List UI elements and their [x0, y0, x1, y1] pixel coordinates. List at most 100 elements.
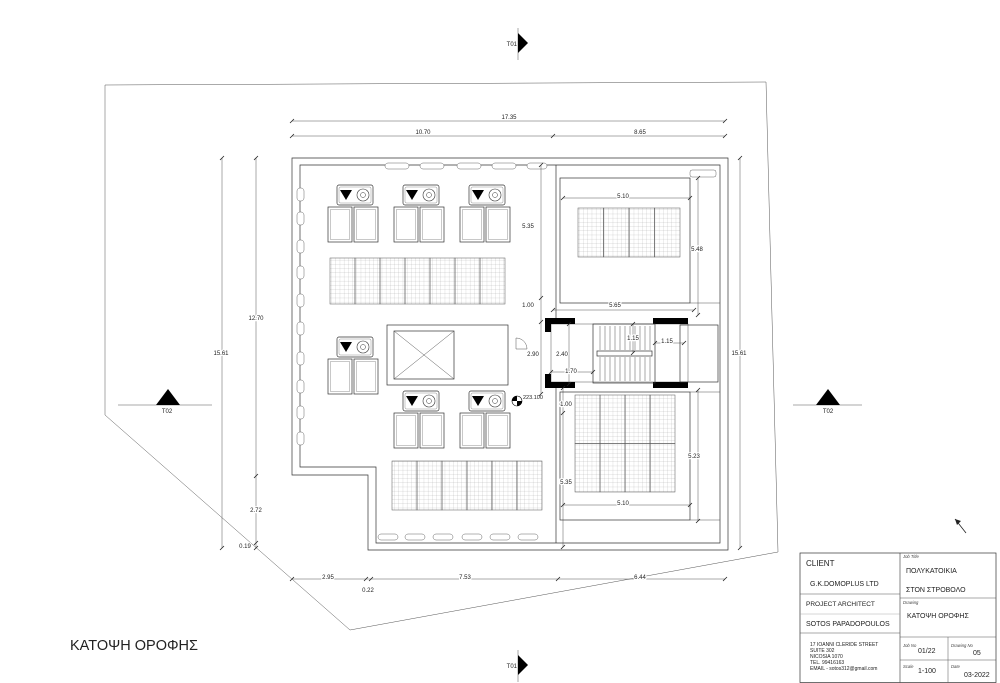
- drain: [526, 162, 548, 170]
- date-value: 03-2022: [964, 672, 990, 679]
- drain: [377, 533, 399, 541]
- job-no: 01/22: [918, 648, 936, 655]
- core-wall: [653, 382, 688, 388]
- site-boundary: [104, 81, 779, 631]
- north-arrow-icon: [954, 518, 967, 534]
- client-label: CLIENT: [806, 559, 835, 568]
- solar-panel: [603, 207, 630, 258]
- date-label: Date: [951, 664, 961, 669]
- dimension-label: 5.35: [560, 480, 572, 486]
- address-line: EMAIL - sotos312@gmail.com: [810, 666, 877, 672]
- drawing-label: Drawing: [903, 600, 919, 605]
- address-line: 17 IOANNI CLERIDE STREET: [810, 642, 878, 648]
- dimension-labels: 17.35 10.70 8.65 15.61 15.61 12.70 2.72 …: [212, 114, 748, 595]
- dimension-label: 1.15: [661, 339, 673, 345]
- solar-panel: [574, 443, 601, 493]
- solar-panel: [454, 257, 481, 305]
- roof-divisions: [555, 165, 720, 543]
- dimension-label: 12.70: [248, 316, 264, 322]
- core-wall: [653, 318, 688, 324]
- drain: [296, 405, 305, 420]
- solar-panel: [599, 443, 626, 493]
- dimension-label: 6.44: [634, 575, 646, 581]
- architect-label: PROJECT ARCHITECT: [806, 601, 875, 608]
- solar-panel: [354, 257, 381, 305]
- solar-panel: [599, 394, 626, 444]
- core-wall: [545, 318, 551, 332]
- solar-panel: [329, 257, 356, 305]
- dimension-label: 7.53: [459, 575, 471, 581]
- title-block: CLIENT G.K.DOMOPLUS LTD PROJECT ARCHITEC…: [799, 552, 997, 683]
- drawing-name: ΚΑΤΟΨΗ ΟΡΟΦΗΣ: [907, 613, 969, 620]
- solar-panel: [404, 257, 431, 305]
- solar-panel: [649, 443, 676, 493]
- drain: [404, 533, 426, 541]
- section-arrow-icon: [518, 655, 528, 675]
- drain: [296, 379, 305, 394]
- drain: [296, 293, 305, 308]
- dimension-label: 5.35: [522, 224, 534, 230]
- dimension-label: 5.48: [691, 247, 703, 253]
- elevator-shaft: [386, 324, 509, 386]
- dimension-label: 10.70: [415, 130, 431, 136]
- solar-panel: [429, 257, 456, 305]
- building-outline: [291, 157, 729, 551]
- drawing-no-label: Drawing No: [951, 643, 974, 648]
- dimension-label: 8.65: [634, 130, 646, 136]
- drain: [296, 431, 305, 446]
- solar-panel: [628, 207, 655, 258]
- scale-label: Scale: [903, 664, 914, 669]
- dimension-label: 1.15: [627, 336, 639, 342]
- section-marker-t02-left: T02: [118, 389, 212, 415]
- drain: [517, 533, 539, 541]
- section-label: T01: [507, 664, 518, 670]
- address-line: NICOSIA 1070: [810, 654, 843, 660]
- solar-panel: [479, 257, 506, 305]
- drain: [296, 239, 305, 254]
- drain: [461, 533, 483, 541]
- job-title-line: ΠΟΛΥΚΑΤΟΙΚΙΑ: [906, 568, 957, 575]
- solar-panel-array-bottom: [391, 460, 543, 511]
- dimension-label: 2.72: [250, 508, 262, 514]
- parapet-drains: [296, 162, 717, 541]
- core-wall: [545, 374, 551, 388]
- solar-panel-array-upper-right: [577, 207, 681, 258]
- drain: [384, 162, 410, 170]
- job-title-line: ΣΤΟΝ ΣΤΡΟΒΟΛΟ: [906, 587, 966, 594]
- dimension-label: 1.70: [565, 369, 577, 375]
- dimension-lines: [219, 118, 743, 582]
- job-title-label: Job Title: [902, 554, 919, 559]
- solar-panel: [654, 207, 681, 258]
- core-wall: [545, 382, 575, 388]
- stair-handrail: [596, 350, 653, 357]
- upper-right-roof-area: [559, 177, 691, 304]
- solar-panel: [416, 460, 443, 511]
- solar-panel: [649, 394, 676, 444]
- level-mark: 223.100: [511, 395, 543, 407]
- solar-panel: [491, 460, 518, 511]
- scale-value: 1-100: [918, 668, 936, 675]
- title-block-frame: [799, 552, 997, 683]
- dimension-label: 2.90: [527, 352, 539, 358]
- solar-panel: [441, 460, 468, 511]
- section-label: T01: [507, 42, 518, 48]
- parapet-inner-line: [299, 164, 721, 544]
- section-arrow-icon: [156, 389, 180, 405]
- dimension-label: 1.00: [560, 402, 572, 408]
- solar-panel-array-lower-right: [574, 394, 676, 493]
- address-line: SUITE 302: [810, 648, 835, 654]
- solar-panel: [624, 394, 651, 444]
- section-marker-t01-top: T01: [507, 28, 528, 60]
- dimension-label: 0.19: [239, 544, 251, 550]
- solar-panel: [379, 257, 406, 305]
- section-label: T02: [162, 409, 173, 415]
- dimension-label: 2.40: [556, 352, 568, 358]
- level-value: 223.100: [523, 395, 543, 401]
- drain: [296, 321, 305, 336]
- section-arrow-icon: [816, 389, 840, 405]
- client-name: G.K.DOMOPLUS LTD: [810, 581, 879, 588]
- solar-panel: [516, 460, 543, 511]
- dimension-label: 5.65: [609, 303, 621, 309]
- door-swing: [515, 337, 528, 350]
